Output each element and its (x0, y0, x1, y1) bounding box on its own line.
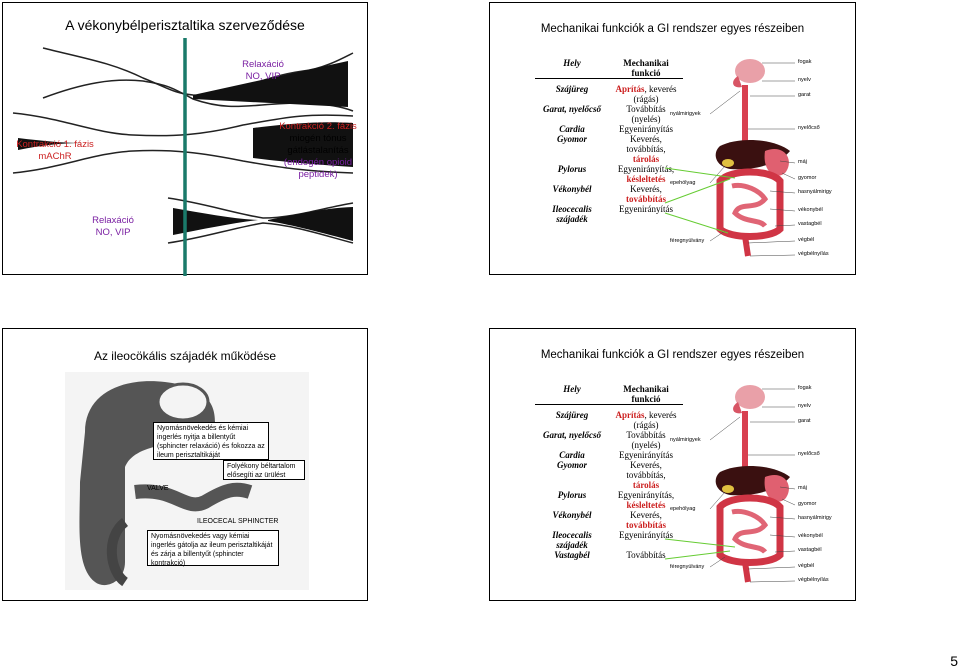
pointer-lines (664, 167, 736, 234)
contraction-phase2-line4: (endogén opioid (283, 157, 353, 168)
note-valve-closing: Nyomásnövekedés vagy kémiai ingerlés gát… (147, 530, 279, 567)
slide-1-title: A vékonybélperisztaltika szerveződése (65, 17, 305, 33)
label-nyelv: nyelv (798, 403, 811, 409)
relaxation-bottom-line2: NO, VIP (95, 227, 131, 238)
label-vekonybel: vékonybél (798, 207, 823, 213)
label-nyelocso: nyelőcső (798, 451, 820, 457)
slide-4: Mechanikai funkciók a GI rendszer egyes … (489, 328, 856, 601)
table-row: Pylorus Egyenirányítás,késleltetés (557, 490, 675, 510)
note-liquid-content: Folyékony béltartalom elősegíti az ürülé… (223, 460, 305, 480)
table-row: Pylorus Egyenirányítás,késleltetés (557, 164, 675, 184)
table-row: Cardia Egyenirányítás (559, 450, 673, 460)
anatomy-leader-lines-2 (709, 388, 796, 583)
slide-4-title: Mechanikai funkciók a GI rendszer egyes … (540, 349, 805, 361)
gi-anatomy-illustration (715, 59, 790, 257)
label-nyalmirigyek: nyálmirigyek (670, 437, 701, 443)
label-vegbelnyilas: végbélnyílás (798, 251, 829, 257)
gi-anatomy-figure-2: fogak nyelv garat nyálmirigyek nyelőcső … (670, 377, 850, 592)
contraction-phase1-line1: Kontrakció 1. fázis (16, 139, 94, 150)
table-row: Garat, nyelőcső Továbbítás(nyelés) (543, 430, 666, 450)
header-place: Hely (535, 58, 609, 79)
label-gyomor: gyomor (798, 175, 817, 181)
label-vegbel: végbél (798, 563, 815, 569)
label-garat: garat (798, 418, 811, 424)
table-row: Gyomor Keverés,továbbítás,tárolás (557, 134, 666, 164)
label-nyelocso: nyelőcső (798, 125, 820, 131)
label-garat: garat (798, 92, 811, 98)
label-vastagbel: vastagbél (798, 221, 822, 227)
slide-2: Mechanikai funkciók a GI rendszer egyes … (489, 2, 856, 275)
label-hasnyalmirigy: hasnyálmirigy (798, 515, 832, 521)
table-row: Vastagbél Továbbítás (554, 550, 666, 560)
label-nyelv: nyelv (798, 77, 811, 83)
label-vekonybel: vékonybél (798, 533, 823, 539)
label-vastagbel: vastagbél (798, 547, 822, 553)
label-feregnyulvany: féregnyúlvány (670, 238, 705, 244)
relaxation-bottom-line1: Relaxáció (92, 215, 134, 226)
label-epeholyag: epehólyag (670, 506, 696, 512)
table-row: Gyomor Keverés,továbbítás,tárolás (557, 460, 666, 490)
sphincter-label: ILEOCECAL SPHINCTER (197, 518, 279, 525)
label-vegbel: végbél (798, 237, 815, 243)
contraction-phase2-label: Kontrakció 2. fázis miogén tónus gátlást… (273, 121, 363, 181)
table-row: Cardia Egyenirányítás (559, 124, 673, 134)
table-row: Vékonybél Keverés,továbbítás (552, 510, 667, 530)
label-nyalmirigyek: nyálmirigyek (670, 111, 701, 117)
label-fogak: fogak (798, 59, 812, 65)
label-fogak: fogak (798, 385, 812, 391)
pointer-lines-2 (664, 538, 736, 560)
contraction-phase1-line2: mAChR (38, 151, 72, 162)
label-maj: máj (798, 485, 807, 491)
table-row: Szájüreg Aprítás, keverés(rágás) (555, 410, 677, 430)
peristalsis-diagram (12, 38, 354, 276)
slide-3: Az ileocökális szájadék működése Nyomásn… (2, 328, 368, 601)
relaxation-top-line2: NO, VIP (245, 71, 281, 82)
slide-3-title: Az ileocökális szájadék működése (93, 349, 277, 363)
label-gyomor: gyomor (798, 501, 817, 507)
contraction-phase2-line1: Kontrakció 2. fázis (279, 121, 357, 132)
contraction-phase1-label: Kontrakció 1. fázis mAChR (11, 139, 99, 163)
label-maj: máj (798, 159, 807, 165)
table-row: Garat, nyelőcső Továbbítás(nyelés) (543, 104, 666, 124)
slide-1: A vékonybélperisztaltika szerveződése Re… (2, 2, 368, 276)
label-vegbelnyilas: végbélnyílás (798, 577, 829, 583)
relaxation-bottom-label: Relaxáció NO, VIP (78, 215, 148, 239)
label-feregnyulvany: féregnyúlvány (670, 564, 705, 570)
contraction-phase2-line3: gátlástalanítás (287, 145, 349, 156)
valve-label: VALVE (147, 485, 169, 492)
header-place: Hely (535, 384, 609, 405)
table-row: Szájüreg Aprítás, keverés(rágás) (555, 84, 677, 104)
relaxation-top-label: Relaxáció NO, VIP (228, 59, 298, 83)
table-row: Vékonybél Keverés,továbbítás (552, 184, 667, 204)
label-hasnyalmirigy: hasnyálmirigy (798, 189, 832, 195)
page-number: 5 (950, 653, 958, 669)
ileocecal-figure: Nyomásnövekedés és kémiai ingerlés nyitj… (65, 372, 309, 590)
anatomy-leader-lines (709, 62, 796, 257)
gi-anatomy-figure: fogak nyelv garat nyálmirigyek nyelőcső … (670, 51, 850, 266)
slide-2-title: Mechanikai funkciók a GI rendszer egyes … (540, 23, 805, 35)
gi-anatomy-illustration-2 (715, 385, 790, 583)
note-valve-opening: Nyomásnövekedés és kémiai ingerlés nyitj… (153, 422, 269, 460)
contraction-phase2-line5: peptidek) (298, 169, 338, 180)
relaxation-top-line1: Relaxáció (242, 59, 284, 70)
contraction-phase2-line2: miogén tónus (289, 133, 347, 144)
label-epeholyag: epehólyag (670, 180, 696, 186)
